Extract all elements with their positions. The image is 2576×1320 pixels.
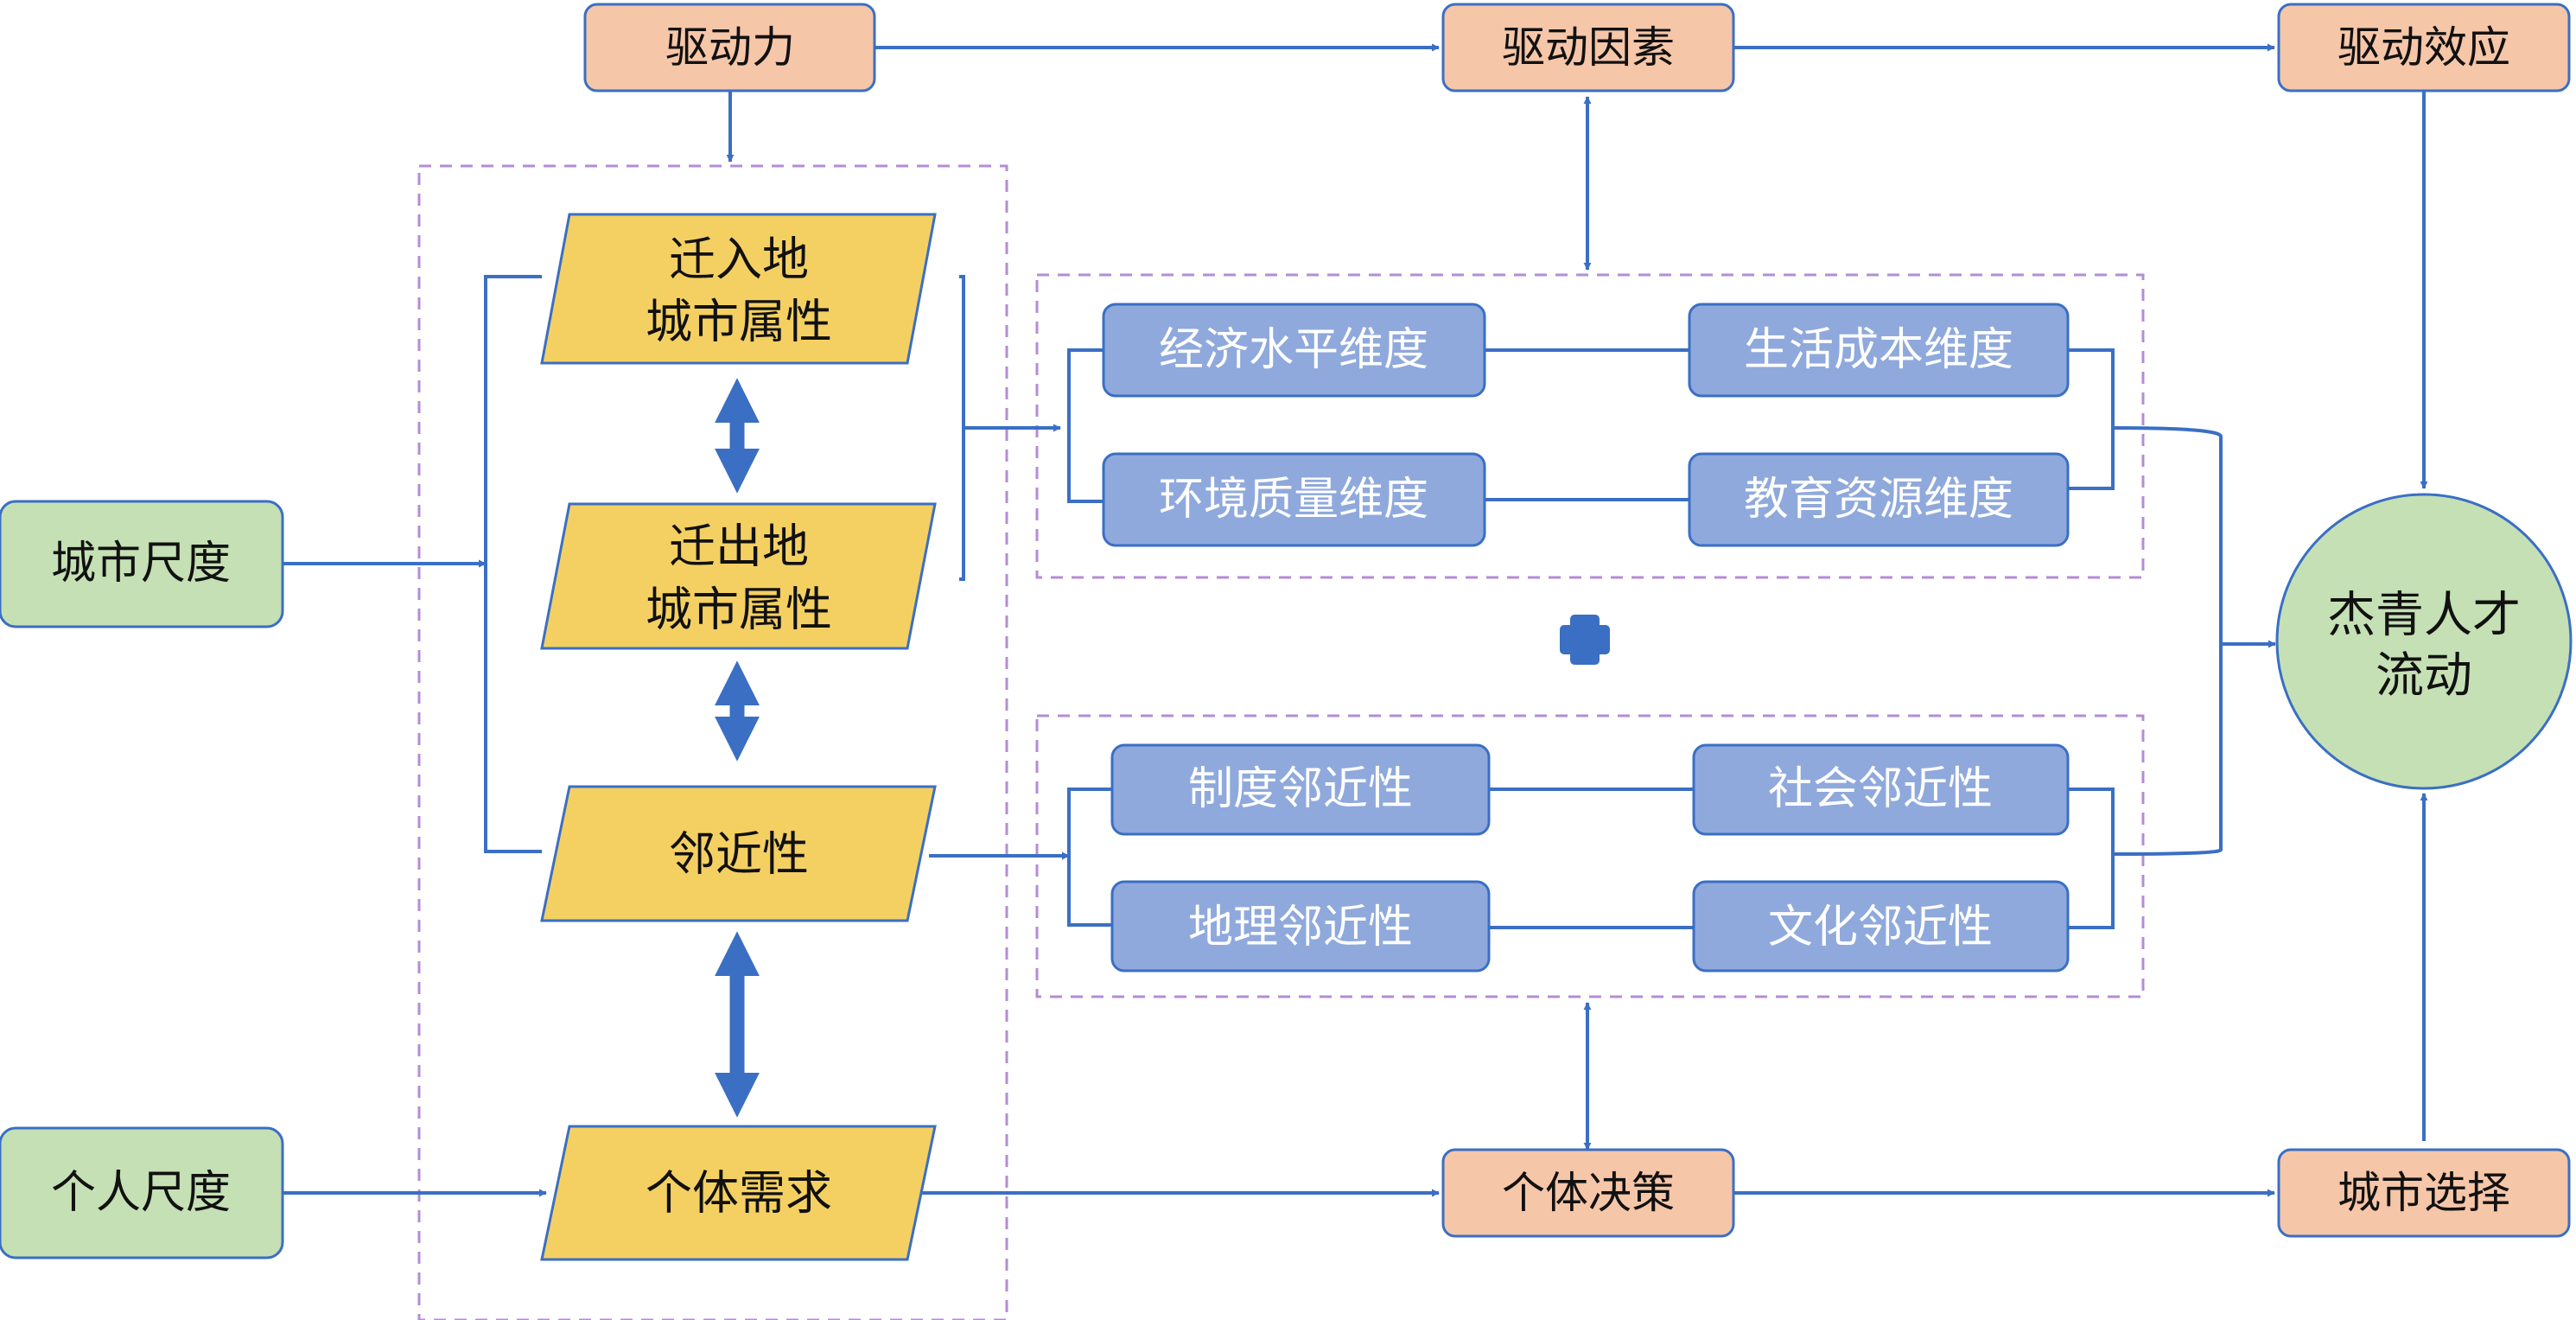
- in-city-attribute-label-line2: 城市属性: [646, 295, 832, 349]
- individual-scale-node[interactable]: 个人尺度: [0, 1126, 284, 1259]
- city-choice-label: 城市选择: [2337, 1168, 2510, 1218]
- living-cost-dimension-label: 生活成本维度: [1744, 324, 2013, 376]
- geographic-proximity-label: 地理邻近性: [1188, 902, 1413, 953]
- in-city-attribute-node[interactable]: 迁入地 城市属性: [540, 213, 937, 365]
- out-city-attribute-label-line1: 迁出地: [669, 520, 809, 574]
- proximity-left-bracket: [1067, 788, 1112, 927]
- environment-dimension-node[interactable]: 环境质量维度: [1102, 452, 1486, 547]
- social-proximity-node[interactable]: 社会邻近性: [1692, 743, 2070, 836]
- economic-dimension-label: 经济水平维度: [1159, 324, 1428, 376]
- environment-dimension-label: 环境质量维度: [1159, 474, 1428, 526]
- individual-decision-label: 个体决策: [1502, 1168, 1675, 1218]
- proximity-label: 邻近性: [669, 827, 809, 882]
- city-scale-label: 城市尺度: [51, 538, 231, 590]
- individual-scale-label: 个人尺度: [51, 1167, 231, 1219]
- out-city-attribute-label-line2: 城市属性: [646, 583, 832, 637]
- in-city-attribute-label-line1: 迁入地: [669, 233, 809, 287]
- proximity-dimension-group-frame: [1035, 714, 2145, 998]
- economic-dimension-node[interactable]: 经济水平维度: [1102, 303, 1486, 398]
- institutional-proximity-label: 制度邻近性: [1188, 763, 1413, 815]
- merge-bracket: [2112, 426, 2223, 856]
- driving-force-label: 驱动力: [665, 22, 795, 73]
- driving-force-node[interactable]: 驱动力: [583, 3, 876, 92]
- city-dimension-right-bracket: [2068, 348, 2115, 490]
- connectors: [283, 43, 2428, 1197]
- geographic-proximity-node[interactable]: 地理邻近性: [1110, 880, 1491, 972]
- city-choice-node[interactable]: 城市选择: [2277, 1148, 2571, 1238]
- institutional-proximity-node[interactable]: 制度邻近性: [1110, 743, 1491, 836]
- living-cost-dimension-node[interactable]: 生活成本维度: [1688, 303, 2070, 398]
- out-city-attribute-node[interactable]: 迁出地 城市属性: [540, 502, 937, 650]
- cultural-proximity-node[interactable]: 文化邻近性: [1692, 880, 2070, 972]
- education-dimension-node[interactable]: 教育资源维度: [1688, 452, 2070, 547]
- driving-factors-node[interactable]: 驱动因素: [1441, 3, 1735, 92]
- individual-needs-node[interactable]: 个体需求: [540, 1125, 937, 1261]
- education-dimension-label: 教育资源维度: [1744, 474, 2013, 526]
- talent-flow-label-line2: 流动: [2376, 648, 2472, 705]
- driving-factors-label: 驱动因素: [1502, 22, 1675, 73]
- left-bracket: [484, 275, 542, 853]
- proximity-node[interactable]: 邻近性: [540, 785, 937, 922]
- cultural-proximity-label: 文化邻近性: [1768, 902, 1993, 953]
- individual-needs-label: 个体需求: [646, 1166, 832, 1221]
- driving-effect-label: 驱动效应: [2337, 22, 2510, 73]
- city-dimension-left-bracket: [1067, 348, 1104, 503]
- plus-icon: [1560, 615, 1610, 665]
- attribute-bracket: [959, 275, 965, 581]
- driving-effect-node[interactable]: 驱动效应: [2277, 3, 2571, 92]
- social-proximity-label: 社会邻近性: [1768, 763, 1993, 815]
- city-scale-node[interactable]: 城市尺度: [0, 500, 284, 628]
- individual-decision-node[interactable]: 个体决策: [1441, 1148, 1735, 1238]
- talent-flow-node[interactable]: 杰青人才 流动: [2275, 493, 2573, 790]
- proximity-right-bracket: [2068, 788, 2115, 929]
- attribute-group-frame: [417, 164, 1008, 1320]
- talent-flow-label-line1: 杰青人才: [2327, 588, 2521, 644]
